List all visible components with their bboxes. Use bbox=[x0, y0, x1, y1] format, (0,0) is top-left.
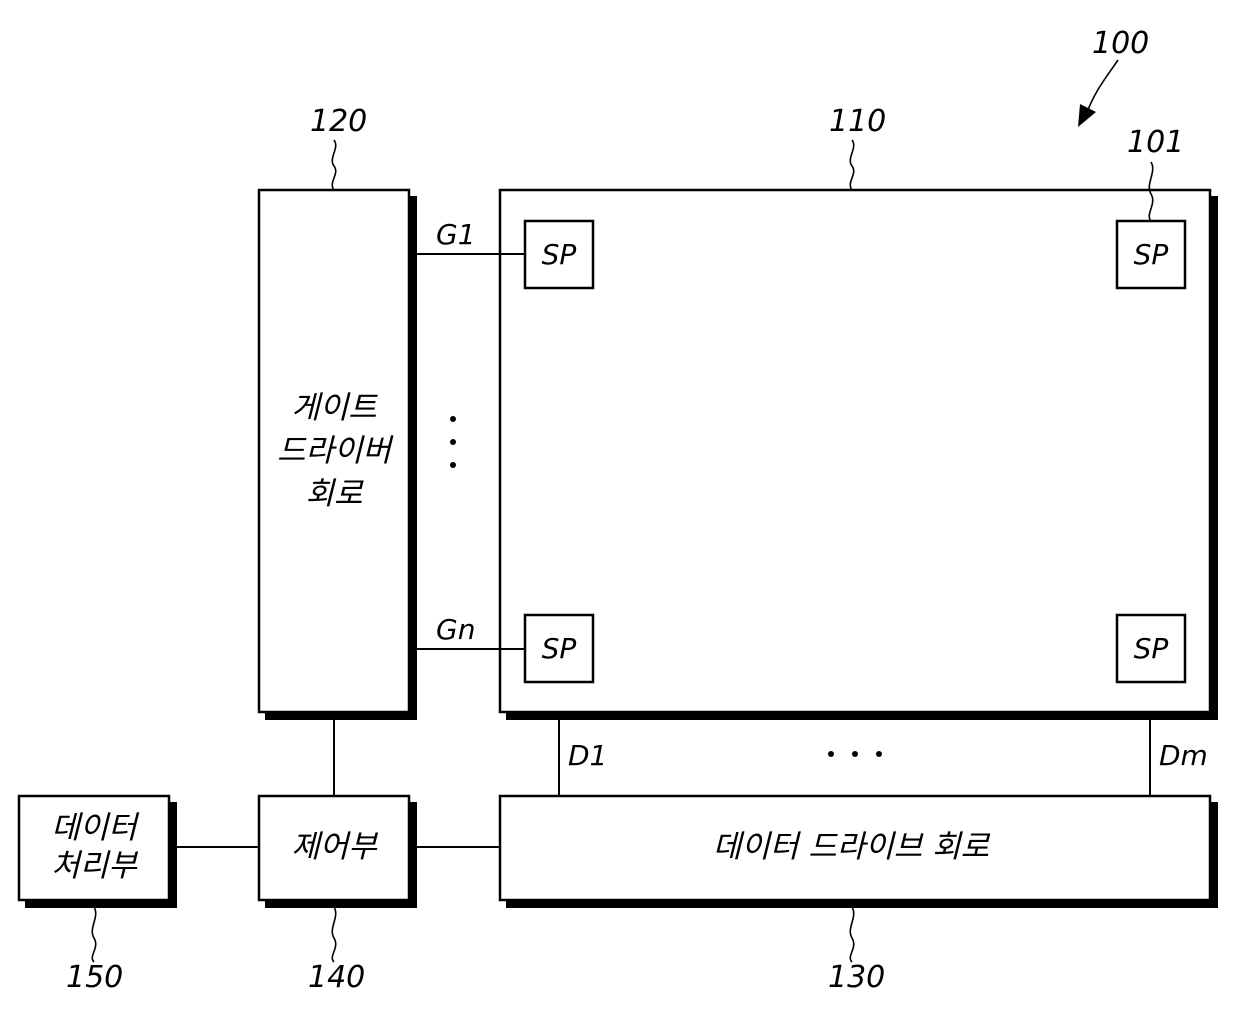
subpixel-bottom-right: SP bbox=[1117, 615, 1185, 682]
data-driver-label: 데이터 드라이브 회로 bbox=[713, 829, 991, 865]
data-lines-ellipsis bbox=[828, 751, 882, 757]
display-panel bbox=[500, 190, 1218, 720]
signal-d1-label: D1 bbox=[568, 739, 607, 772]
subpixel-label: SP bbox=[542, 632, 577, 665]
gate-driver-label-line2: 드라이버 bbox=[277, 433, 395, 469]
gate-driver-label-line1: 게이트 bbox=[291, 390, 378, 426]
ref-100-arrow bbox=[1078, 60, 1118, 127]
ref-100: 100 bbox=[1092, 26, 1149, 61]
ref-150-leader bbox=[92, 907, 95, 962]
subpixel-label: SP bbox=[542, 238, 577, 271]
ref-110-leader bbox=[850, 140, 853, 190]
subpixel-label: SP bbox=[1134, 238, 1169, 271]
controller-label: 제어부 bbox=[291, 829, 378, 865]
ref-101: 101 bbox=[1127, 125, 1184, 160]
gate-lines-ellipsis bbox=[450, 416, 456, 468]
gate-driver-label-line3: 회로 bbox=[305, 476, 364, 512]
ref-120: 120 bbox=[310, 104, 367, 139]
subpixel-top-left: SP bbox=[525, 221, 593, 288]
ref-130-leader bbox=[850, 907, 853, 962]
signal-dm-label: Dm bbox=[1159, 739, 1208, 772]
ref-140: 140 bbox=[308, 960, 365, 995]
ref-130: 130 bbox=[828, 960, 885, 995]
signal-g1-label: G1 bbox=[436, 218, 476, 251]
ref-110: 110 bbox=[829, 104, 886, 139]
ref-150: 150 bbox=[66, 960, 123, 995]
subpixel-bottom-left: SP bbox=[525, 615, 593, 682]
ref-120-leader bbox=[332, 140, 335, 190]
data-processor-label-line2: 처리부 bbox=[51, 848, 138, 884]
subpixel-label: SP bbox=[1134, 632, 1169, 665]
signal-gn-label: Gn bbox=[436, 613, 475, 646]
subpixel-top-right: SP bbox=[1117, 221, 1185, 288]
data-processor-label-line1: 데이터 bbox=[51, 810, 140, 846]
ref-140-leader bbox=[332, 907, 335, 962]
